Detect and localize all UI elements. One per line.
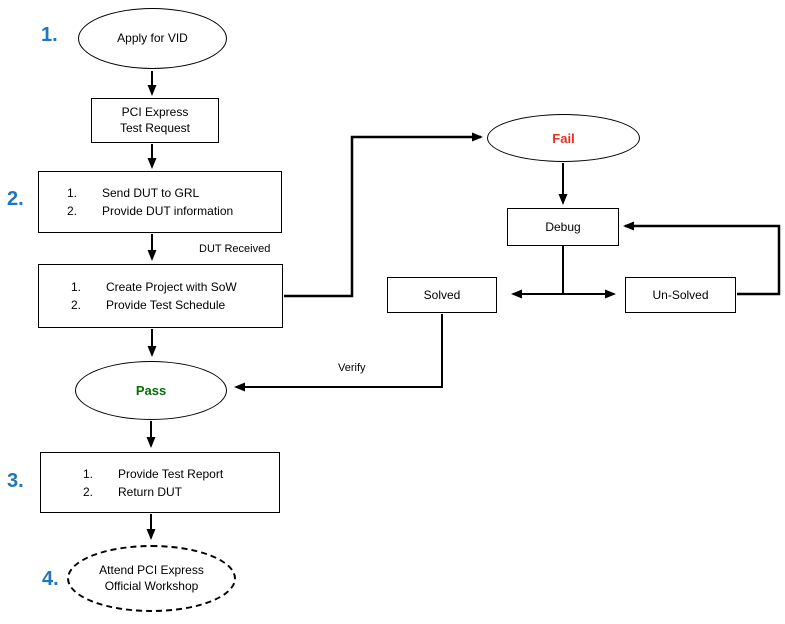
list-item: 1. Create Project with SoW bbox=[71, 279, 282, 295]
list-item-number: 2. bbox=[83, 484, 94, 499]
list-item: 2. Provide Test Schedule bbox=[71, 297, 282, 313]
step-number-4: 4. bbox=[42, 568, 59, 590]
node-attend-workshop: Attend PCI Express Official Workshop bbox=[67, 545, 236, 612]
list-item-number: 1. bbox=[83, 466, 94, 481]
list-item-text: Send DUT to GRL bbox=[102, 186, 200, 200]
list-item-text: Create Project with SoW bbox=[106, 280, 237, 294]
list-item-number: 2. bbox=[71, 298, 82, 312]
node-provide-test-report: 1. Provide Test Report 2. Return DUT bbox=[40, 452, 280, 513]
node-apply-for-vid-label: Apply for VID bbox=[117, 31, 188, 45]
node-fail: Fail bbox=[487, 114, 640, 162]
node-apply-for-vid: Apply for VID bbox=[78, 8, 227, 69]
edge-label-dut-received: DUT Received bbox=[199, 243, 271, 255]
list-item-text: Provide DUT information bbox=[102, 204, 234, 218]
node-pass: Pass bbox=[75, 361, 227, 420]
list-item-text: Provide Test Report bbox=[118, 466, 224, 481]
node-unsolved: Un-Solved bbox=[625, 277, 736, 313]
list-item-number: 2. bbox=[67, 204, 78, 218]
list-item: 2. Return DUT bbox=[83, 484, 279, 500]
edge-label-verify: Verify bbox=[338, 362, 366, 374]
node-pci-express-test-request: PCI Express Test Request bbox=[91, 98, 219, 143]
node-workshop-line2: Official Workshop bbox=[104, 579, 199, 593]
connector-solved-to-pass-verify bbox=[234, 314, 443, 392]
step-number-1: 1. bbox=[41, 24, 58, 46]
connector-createproject-to-fail bbox=[284, 132, 483, 298]
node-test-request-line1: PCI Express bbox=[121, 105, 189, 119]
list-item-text: Provide Test Schedule bbox=[106, 298, 226, 312]
node-fail-label: Fail bbox=[552, 130, 575, 146]
connector-unsolved-to-debug-loop bbox=[623, 221, 781, 296]
node-unsolved-label: Un-Solved bbox=[652, 287, 709, 302]
node-pass-label: Pass bbox=[135, 383, 167, 398]
list-item-number: 1. bbox=[71, 280, 82, 294]
list-item-number: 1. bbox=[67, 186, 78, 200]
list-item: 2. Provide DUT information bbox=[67, 203, 281, 219]
node-solved: Solved bbox=[387, 277, 497, 313]
list-item: 1. Send DUT to GRL bbox=[67, 185, 281, 201]
node-debug: Debug bbox=[507, 208, 619, 246]
node-workshop-line1: Attend PCI Express bbox=[99, 563, 204, 577]
node-create-project-with-sow: 1. Create Project with SoW 2. Provide Te… bbox=[38, 264, 283, 328]
step-number-2: 2. bbox=[7, 188, 24, 210]
list-item: 1. Provide Test Report bbox=[83, 466, 279, 482]
node-debug-label: Debug bbox=[545, 219, 581, 234]
node-solved-label: Solved bbox=[423, 287, 461, 302]
list-item-text: Return DUT bbox=[118, 484, 183, 499]
node-test-request-line2: Test Request bbox=[119, 121, 191, 135]
step-number-3: 3. bbox=[7, 470, 24, 492]
node-send-dut-to-grl: 1. Send DUT to GRL 2. Provide DUT inform… bbox=[38, 171, 282, 233]
